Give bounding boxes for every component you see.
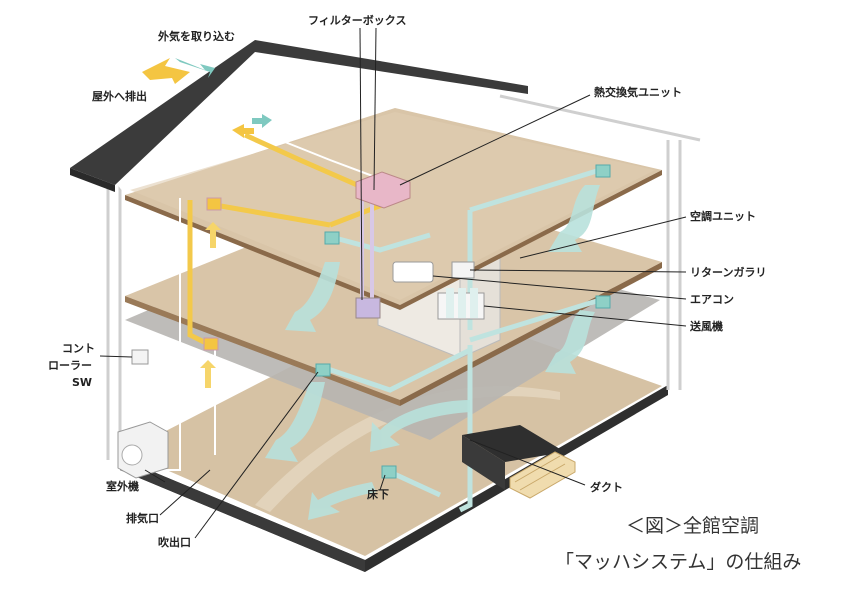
duct-inlet-shape: [462, 425, 565, 490]
supply-vent-boxes: [315, 164, 611, 479]
label-heat-exchange-unit: 熱交換気ユニット: [594, 85, 682, 99]
label-exhaust-out: 屋外へ排出: [92, 89, 147, 103]
aircon-shape: [392, 261, 434, 283]
label-duct: ダクト: [590, 480, 623, 494]
filter-box-shape: [355, 297, 381, 319]
label-outside-air-in: 外気を取り込む: [157, 29, 235, 43]
label-ac-unit: 空調ユニット: [690, 209, 756, 223]
label-filter-box: フィルターボックス: [308, 13, 406, 27]
label-controller-line3: SW: [72, 376, 92, 389]
rising-arrows: [200, 222, 221, 388]
exhaust-vent-boxes: [203, 197, 222, 351]
caption-line1: ＜図＞全館空調: [626, 515, 759, 537]
foundation: [120, 385, 668, 572]
roof: [70, 40, 701, 192]
blower-shape: [437, 288, 485, 320]
airflow-arrows: [265, 185, 600, 520]
attic-floor: [130, 112, 655, 300]
caption-line2: 「マッハシステム」の仕組み: [555, 551, 801, 573]
label-return-gallery: リターンガラリ: [690, 265, 766, 279]
leader-lines: [99, 27, 687, 539]
diagram-labels: 外気を取り込む 屋外へ排出 フィルターボックス 熱交換気ユニット 空調ユニット …: [48, 13, 766, 549]
label-controller-line2: ローラー: [48, 359, 92, 372]
label-exhaust-port: 排気口: [126, 511, 159, 525]
stairs-shape: [509, 451, 576, 499]
label-blower: 送風機: [689, 319, 723, 333]
label-supply-port: 吹出口: [158, 535, 191, 549]
outdoor-unit-shape: [117, 421, 169, 479]
label-controller-line1: コント: [62, 342, 95, 355]
outside-air-arrows: [142, 58, 272, 138]
label-outdoor-unit: 室外機: [106, 479, 139, 493]
walls: [106, 140, 682, 460]
heat-exchange-unit-shape: [355, 171, 411, 209]
label-air-conditioner: エアコン: [690, 293, 734, 306]
label-underfloor: 床下: [367, 487, 389, 501]
caption: ＜図＞全館空調 「マッハシステム」の仕組み: [555, 515, 801, 573]
controller-box: [131, 349, 149, 365]
